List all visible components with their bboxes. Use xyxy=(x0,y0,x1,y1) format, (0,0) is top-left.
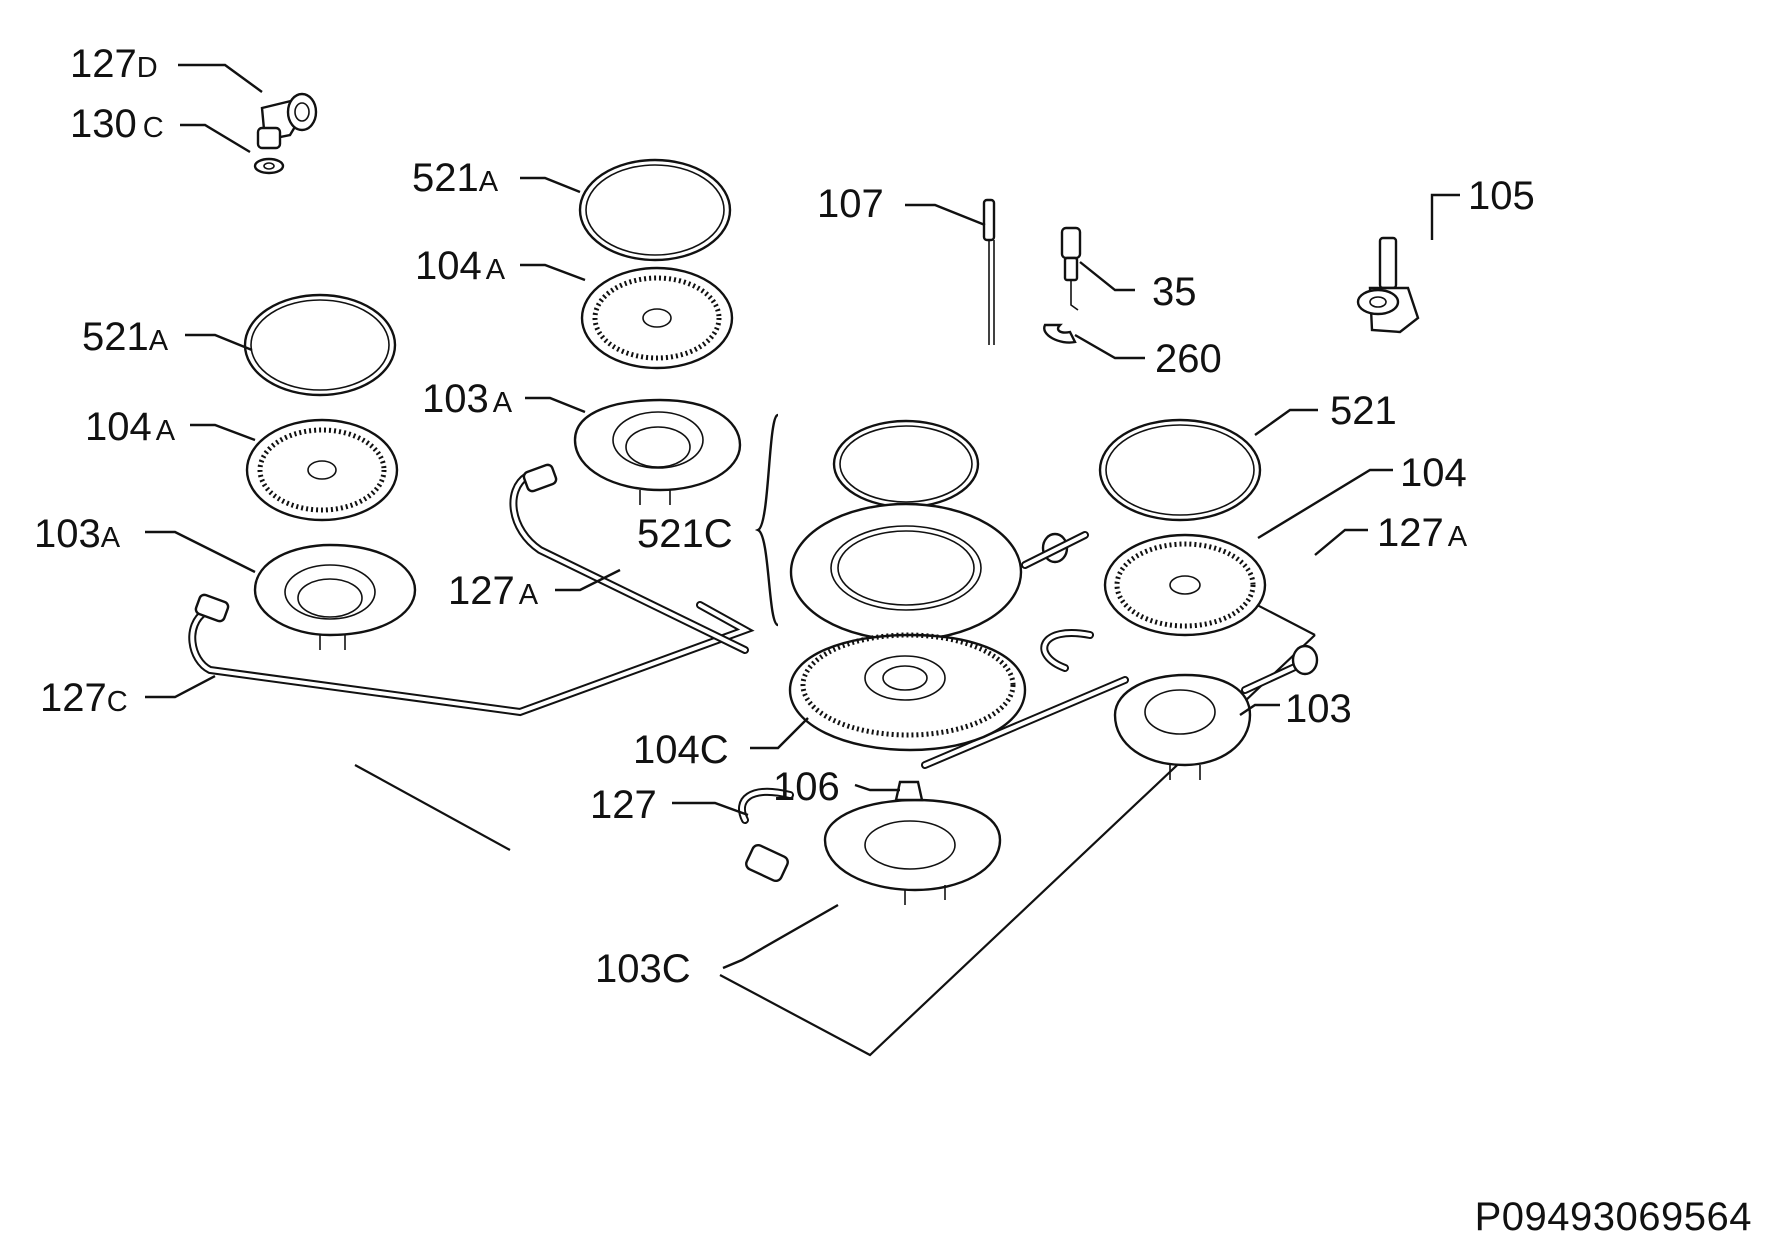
callout-103C: 103C xyxy=(595,947,691,991)
callout-104: 104 xyxy=(1400,451,1467,495)
callout-521C: 521C xyxy=(637,512,733,556)
callout-521A-center: 521A xyxy=(412,156,499,200)
leader-lines xyxy=(145,63,1460,970)
callout-103: 103 xyxy=(1285,687,1352,731)
semi-rapid-burner-right-stack xyxy=(1098,418,1267,780)
callout-127C: 127C xyxy=(40,676,128,720)
small-components xyxy=(982,198,1420,345)
callout-107: 107 xyxy=(817,182,884,226)
large-burner-stack xyxy=(788,419,1027,905)
callout-260: 260 xyxy=(1155,337,1222,381)
callout-35: 35 xyxy=(1152,270,1197,314)
callout-103A-left: 103A xyxy=(34,512,121,556)
callout-104C: 104C xyxy=(633,728,729,772)
pipe-couplings xyxy=(194,463,1319,883)
elbow-fitting-part xyxy=(253,92,318,175)
drawing-code-label: P09493069564 xyxy=(1474,1195,1752,1239)
callout-127D-top: 127D xyxy=(70,42,158,86)
callout-105: 105 xyxy=(1468,174,1535,218)
callout-106: 106 xyxy=(773,765,840,809)
callout-521A-left: 521A xyxy=(82,315,169,359)
callout-521: 521 xyxy=(1330,389,1397,433)
bracket-521C xyxy=(754,413,780,627)
auxiliary-burner-center-stack xyxy=(573,158,742,505)
auxiliary-burner-left-stack xyxy=(243,293,417,650)
callout-127: 127 xyxy=(590,783,657,827)
hob-frame-outline xyxy=(354,564,1316,1057)
